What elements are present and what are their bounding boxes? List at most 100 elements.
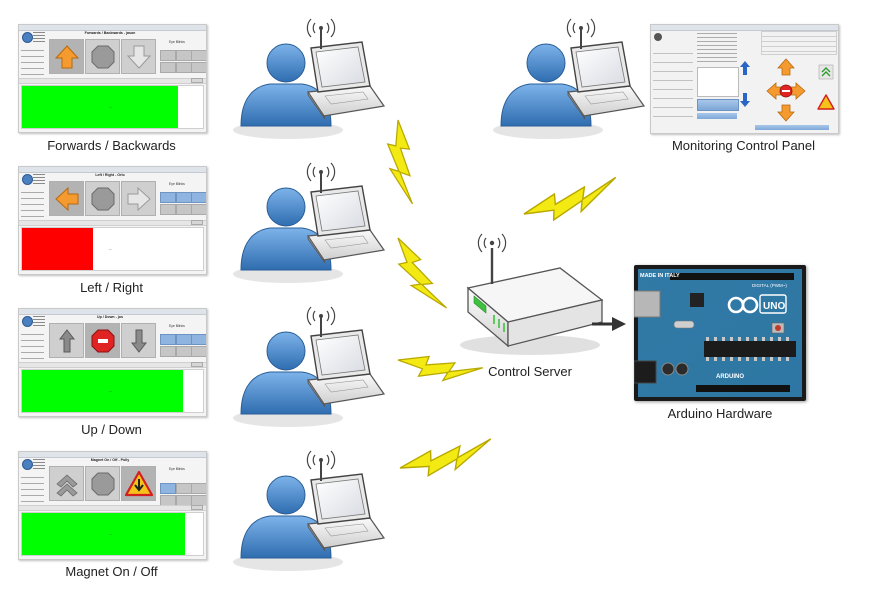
wireless-link-4 [399,405,492,502]
caption-up-down: Up / Down [81,422,142,437]
arduino-logo-icon [727,296,759,314]
status-table [761,31,837,55]
eye-cell [191,346,206,357]
eye-blinks-label: Eye Blinks [169,40,185,44]
forward-button[interactable] [49,39,84,74]
uno-label: UNO [763,301,785,312]
client-window-left-right: Left / Right - Orlo Eye Blinks — [18,166,207,275]
client-user-4 [232,450,385,572]
status-fill [22,86,178,128]
eye-cell [191,192,206,203]
eye-blinks-label: Eye Blinks [169,182,185,186]
magnet-on-icon [818,64,834,80]
thin-arrow-down-icon [130,329,147,353]
window-title: Forwards / Backwards - jason [84,31,136,35]
right-button[interactable] [121,181,156,216]
direction-pad [740,58,835,122]
double-chevron-up-icon [55,473,78,497]
caption-arduino: Arduino Hardware [667,406,773,421]
monitoring-control-panel-window [650,24,839,134]
eye-cell [160,483,176,494]
eye-cell [176,62,192,73]
stop-button[interactable] [85,39,120,74]
window-title: Left / Right - Orlo [95,173,125,177]
arduino-brand-label: ARDUINO [716,374,744,380]
panel-button[interactable] [191,78,203,83]
backward-button[interactable] [121,39,156,74]
control-server-router [460,233,604,355]
eye-cell [176,483,192,494]
down-button[interactable] [121,323,156,358]
left-button[interactable] [49,181,84,216]
window-title: Up / Down - jos [97,315,123,319]
log-area [697,67,739,97]
panel-button[interactable] [191,505,203,510]
digital-pwm-label: DIGITAL (PWM~) [752,283,787,288]
thin-arrow-up-icon [58,328,75,352]
status-panel: — [21,227,204,271]
client-user-3 [232,306,385,428]
eye-cell [176,204,192,215]
status-fill [22,228,93,270]
eye-cell [191,50,206,61]
stop-octagon-icon [91,472,114,495]
caption-magnet: Magnet On / Off [65,564,158,579]
down-arrow-icon [777,104,795,122]
app-logo-icon [22,459,33,470]
monitoring-user [492,18,645,140]
eye-cell [176,346,192,357]
stop-octagon-icon [91,329,114,352]
arduino-board: MADE IN ITALY DIGITAL (PWM~) UNO ARDUINO [634,265,806,401]
status-panel: — [21,512,204,556]
window-title: Magnet On / Off - Polly [90,458,130,462]
client-user-2 [232,162,385,284]
client-user-1 [232,18,385,140]
wireless-link-monitoring [523,146,617,245]
eye-blinks-label: Eye Blinks [169,324,185,328]
down-blue-arrow-icon [740,93,750,107]
client-window-magnet: Magnet On / Off - Polly Eye Blinks — [18,451,207,560]
caption-control-server: Control Server [488,364,572,379]
wireless-link-2 [383,237,462,309]
eye-cell [191,483,206,494]
up-blue-arrow-icon [740,61,750,75]
eye-cell [160,192,176,203]
eye-cell [191,334,206,345]
eye-cell [176,334,192,345]
eye-cell [176,192,192,203]
up-button[interactable] [49,323,84,358]
eye-cell [191,204,206,215]
caption-monitoring: Monitoring Control Panel [671,138,816,153]
magnet-on-button[interactable] [49,466,84,501]
eye-cell [191,62,206,73]
warning-icon [817,94,835,110]
app-logo-icon [22,316,33,327]
arduino-board-graphic: MADE IN ITALY DIGITAL (PWM~) UNO ARDUINO [634,265,806,401]
stop-button[interactable] [85,181,120,216]
server-to-arduino-arrow [592,317,626,331]
eye-cell [160,62,176,73]
eye-cell [160,334,176,345]
stop-icon [779,84,793,98]
wireless-link-1 [362,119,449,205]
panel-button[interactable] [191,362,203,367]
arrow-down-icon [126,45,151,69]
status-fill [22,513,185,555]
panel-button[interactable] [191,220,203,225]
app-logo-icon [22,32,33,43]
eye-cell [176,50,192,61]
caption-left-right: Left / Right [80,280,143,295]
status-fill [22,370,184,412]
app-logo-icon [654,33,662,41]
caption-forwards-backwards: Forwards / Backwards [47,138,176,153]
status-panel: — [21,85,204,129]
stop-octagon-icon [91,187,114,210]
stop-button[interactable] [85,466,120,501]
eye-cell [160,346,176,357]
stop-button[interactable] [85,323,120,358]
magnet-off-button[interactable] [121,466,156,501]
client-window-forwards-backwards: Forwards / Backwards - jason Eye Blinks … [18,24,207,133]
arrow-left-icon [54,186,78,211]
eye-blinks-label: Eye Blinks [169,467,185,471]
arrow-right-icon [127,186,151,211]
